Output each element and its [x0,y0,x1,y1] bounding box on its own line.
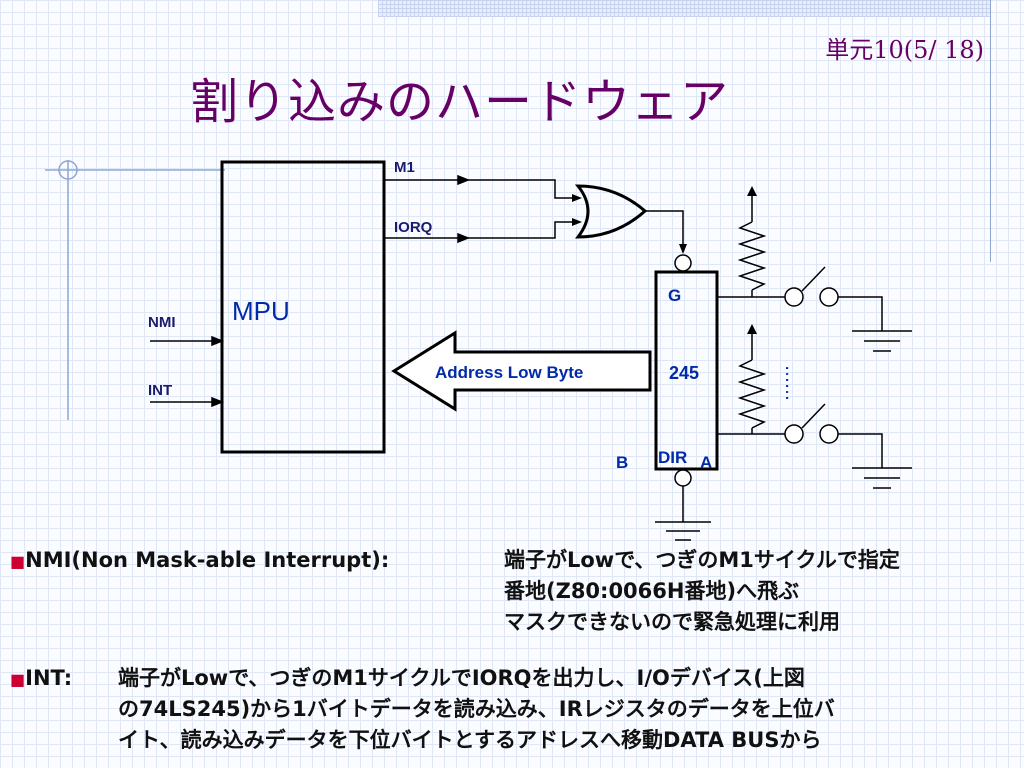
vcc-arrow-icon [747,186,757,334]
nmi-note-line3: マスクできないので緊急処理に利用 [504,610,840,634]
interrupt-hardware-diagram: MPU NMI INT M1 IORQ G 245 DIR A B [45,159,912,541]
dir-ground-icon [655,486,711,541]
bullet-square-icon: ■ [10,552,26,571]
iorq-signal-label: IORQ [394,219,433,236]
int-signal-label: INT [148,382,172,399]
header-decoration-line [990,0,991,262]
int-note-line1: 端子がLowで、つぎのM1サイクルでIORQを出力し、I/Oデバイス(上図 [118,666,805,690]
int-note-line3: イト、読み込みデータを下位バイトとするアドレスへ移動DATA BUSから [118,728,822,752]
nmi-note-line1: 端子がLowで、つぎのM1サイクルで指定 [504,548,900,572]
int-note-line2: の74LS245)から1バイトデータを読み込み、IRレジスタのデータを上位バ [118,697,835,721]
m1-signal-label: M1 [394,159,415,176]
nmi-note-term: ■NMI(Non Mask-able Interrupt): [10,545,389,577]
nmi-note-term-text: NMI(Non Mask-able Interrupt): [25,548,390,572]
ellipsis-dots: …… [781,365,802,401]
nmi-signal-label: NMI [148,314,176,331]
pin-a-label: A [700,453,712,472]
or-gate [574,184,648,239]
mpu-box [220,160,386,454]
address-bus-label: Address Low Byte [435,363,583,382]
mpu-label: MPU [232,296,290,326]
pin-g-label: G [668,286,681,305]
chip-245-box [654,270,719,471]
int-note-term: ■INT: [10,663,72,695]
slide-title: 割り込みのハードウェア [190,74,730,130]
nmi-note-line2: 番地(Z80:0066H番地)へ飛ぶ [504,579,800,603]
pin-dir-label: DIR [658,448,687,467]
header-decoration-band [378,0,990,17]
bullet-square-icon: ■ [10,670,26,689]
int-note-term-text: INT: [25,666,73,690]
chip-245-label: 245 [669,363,699,383]
unit-label: 単元10(5/ 18) [825,36,984,64]
address-bus-arrow [391,330,652,412]
crosshair-icon [45,160,225,420]
pin-b-label: B [616,453,628,472]
